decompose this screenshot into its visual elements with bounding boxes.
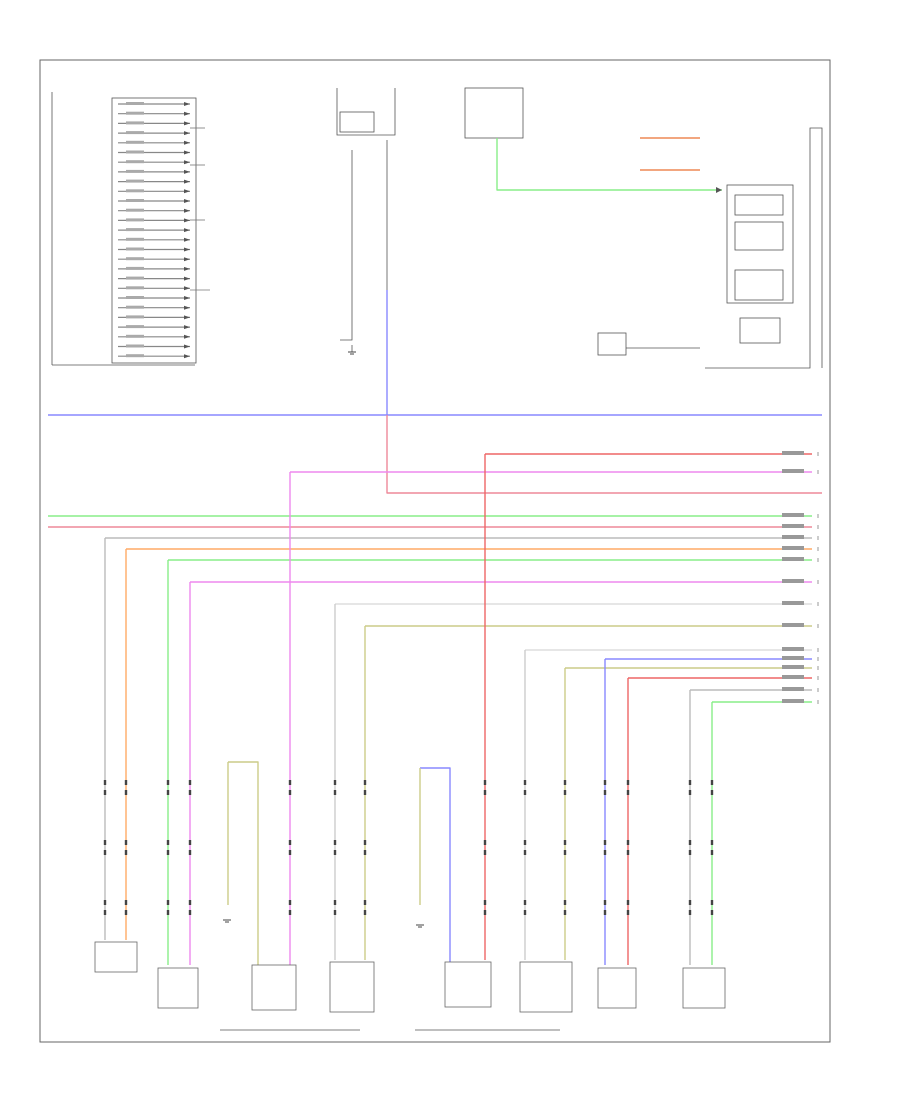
bottom-module-2 xyxy=(157,967,199,1009)
pin-label-block xyxy=(126,296,144,299)
bus-wire-label xyxy=(782,513,804,517)
pin-arrow-icon xyxy=(184,266,190,271)
pin-label-block xyxy=(126,102,144,105)
bus-wire-label xyxy=(782,675,804,679)
arrow-icon xyxy=(716,187,722,193)
bottom-module-5 xyxy=(444,961,492,1008)
pin-label-block xyxy=(126,344,144,348)
pin-arrow-icon xyxy=(184,344,190,349)
pin-label-block xyxy=(126,305,144,309)
wire-green-top xyxy=(496,138,722,191)
pin-label-block xyxy=(126,228,144,232)
bus-wire-label xyxy=(782,546,804,550)
pin-label-block xyxy=(126,140,144,144)
bottom-module-4 xyxy=(329,961,375,1013)
bottom-module-7 xyxy=(597,967,637,1009)
pin-label-block xyxy=(126,237,144,241)
bus-wire-label xyxy=(782,623,804,627)
pin-arrow-icon xyxy=(184,102,190,106)
pin-label-block xyxy=(126,208,144,212)
pin-label-block xyxy=(126,111,144,115)
top-switch xyxy=(336,88,396,352)
bus-wire-label xyxy=(782,557,804,561)
bus-wire-label xyxy=(782,699,804,703)
pin-label-block xyxy=(126,286,144,290)
pin-arrow-icon xyxy=(184,305,190,310)
top-relay-box xyxy=(464,87,524,139)
pin-arrow-icon xyxy=(184,276,190,281)
pin-arrow-icon xyxy=(184,237,190,242)
diagram-frame xyxy=(39,59,831,1043)
pin-label-block xyxy=(126,315,144,319)
pin-arrow-icon xyxy=(184,257,190,262)
bus-wire-label xyxy=(782,601,804,605)
pin-arrow-icon xyxy=(184,218,190,223)
pin-arrow-icon xyxy=(184,160,190,165)
pin-arrow-icon xyxy=(184,325,190,330)
pin-arrow-icon xyxy=(184,228,190,233)
pin-label-block xyxy=(126,247,144,251)
pin-arrow-icon xyxy=(184,296,190,300)
pin-label-block xyxy=(126,354,144,358)
pin-arrow-icon xyxy=(184,121,190,126)
bus-wire-label xyxy=(782,665,804,669)
bottom-module-8 xyxy=(682,967,726,1009)
pin-label-block xyxy=(126,121,144,125)
wire-layer xyxy=(48,138,822,965)
wire-switch-loop-right xyxy=(420,767,451,965)
pin-arrow-icon xyxy=(184,354,190,359)
pin-label-block xyxy=(126,150,144,154)
wire-pink-loop xyxy=(386,415,822,494)
bus-wire-label xyxy=(782,451,804,455)
bus-wire-label xyxy=(782,687,804,691)
pin-label-block xyxy=(126,257,144,261)
bottom-module-3 xyxy=(251,964,297,1011)
pin-label-block xyxy=(126,199,144,202)
pin-label-block xyxy=(126,334,144,338)
pin-arrow-icon xyxy=(184,111,190,116)
main-unit-pin-rows xyxy=(118,102,210,359)
pin-arrow-icon xyxy=(184,286,190,291)
pin-arrow-icon xyxy=(184,208,190,213)
bottom-module-1 xyxy=(94,941,138,973)
pin-arrow-icon xyxy=(184,169,190,174)
bus-wire-label xyxy=(782,524,804,528)
pin-label-block xyxy=(126,325,144,329)
pin-label-block xyxy=(126,276,144,280)
bus-wire-label xyxy=(782,656,804,660)
pin-arrow-icon xyxy=(184,189,190,194)
pin-label-block xyxy=(126,218,144,222)
bottom-module-6 xyxy=(519,961,573,1013)
pin-label-block xyxy=(126,266,144,270)
pin-arrow-icon xyxy=(184,334,190,339)
pin-label-block xyxy=(126,169,144,173)
pin-label-block xyxy=(126,189,144,193)
pin-label-block xyxy=(126,179,144,183)
instrument-cluster xyxy=(597,127,823,369)
pin-arrow-icon xyxy=(184,179,190,184)
pin-label-block xyxy=(126,160,144,164)
wire-switch-loop-left xyxy=(228,761,259,965)
pin-arrow-icon xyxy=(184,199,190,203)
pin-arrow-icon xyxy=(184,140,190,145)
pin-arrow-icon xyxy=(184,315,190,320)
pin-arrow-icon xyxy=(184,131,190,136)
pin-label-block xyxy=(126,131,144,135)
bus-wire-label xyxy=(782,469,804,473)
bus-wire-label xyxy=(782,535,804,539)
bus-wire-label xyxy=(782,647,804,651)
pin-arrow-icon xyxy=(184,150,190,155)
module-layer xyxy=(94,351,726,1013)
pin-arrow-icon xyxy=(184,247,190,252)
bus-wire-label xyxy=(782,579,804,583)
